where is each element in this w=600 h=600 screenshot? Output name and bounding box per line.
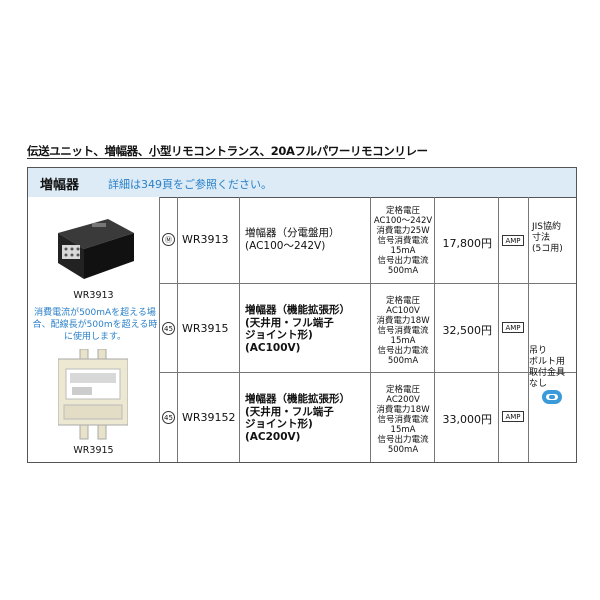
order-mark-icon: 45 — [162, 322, 175, 335]
image-caption-top: WR3913 — [73, 290, 114, 301]
product-price: 32,500円 — [442, 324, 493, 337]
product-spec: 定格電圧AC100V 消費電力18W 信号消費電流 15mA 信号出力電流 50… — [376, 296, 430, 366]
section-header: 増幅器 詳細は349頁をご参照ください。 — [28, 168, 576, 198]
section-note: 詳細は349頁をご参照ください。 — [108, 178, 272, 191]
amp-icon: AMP — [502, 411, 524, 422]
product-images: WR3913 消費電流が500mAを超える場合、配線長が500mを超える時に使用… — [28, 197, 160, 462]
product-price: 17,800円 — [442, 237, 493, 250]
product-name: 増幅器（機能拡張形） (天井用・フル端子 ジョイント形) (AC200V) — [245, 393, 350, 443]
usage-note: 消費電流が500mAを超える場合、配線長が500mを超える時に使用します。 — [32, 308, 158, 342]
product-section: 増幅器 詳細は349頁をご参照ください。 WR3913 消費電流が500mAを超… — [27, 167, 577, 463]
product-note: JIS協約 寸法 (5コ用) — [532, 222, 563, 254]
amp-icon: AMP — [502, 235, 524, 246]
product-name: 増幅器（機能拡張形） (天井用・フル端子 ジョイント形) (AC100V) — [245, 304, 350, 354]
product-code: WR3913 — [182, 233, 229, 246]
product-code: WR3915 — [182, 322, 229, 335]
product-price: 33,000円 — [442, 413, 493, 426]
section-title: 増幅器 — [40, 178, 80, 193]
image-caption-bottom: WR3915 — [73, 445, 114, 456]
wr3915-product-image — [58, 349, 128, 440]
product-spec: 定格電圧AC200V 消費電力18W 信号消費電流 15mA 信号出力電流 50… — [376, 385, 430, 455]
amp-icon: AMP — [502, 322, 524, 333]
table-row: Ⓜ WR3913 増幅器（分電盤用） (AC100〜242V) 定格電圧 AC1… — [159, 197, 576, 284]
product-spec: 定格電圧 AC100〜242V 消費電力25W 信号消費電流 15mA 信号出力… — [373, 206, 433, 276]
page-title: 伝送ユニット、増幅器、小型リモコントランス、20Aフルパワーリモコンリレー — [27, 144, 428, 158]
shared-note: 吊り ボルト用 取付金具 なし — [529, 346, 566, 389]
table-row: 45 WR39152 増幅器（機能拡張形） (天井用・フル端子 ジョイント形) … — [159, 373, 576, 462]
order-mark-icon: Ⓜ — [162, 233, 175, 246]
order-mark-icon: 45 — [162, 411, 175, 424]
product-name: 増幅器（分電盤用） (AC100〜242V) — [245, 227, 340, 252]
title-rule — [27, 158, 405, 159]
wr3913-product-image — [58, 219, 134, 279]
product-code: WR39152 — [182, 411, 236, 424]
bolt-mount-icon — [542, 390, 562, 404]
table-row: 45 WR3915 増幅器（機能拡張形） (天井用・フル端子 ジョイント形) (… — [159, 284, 576, 373]
